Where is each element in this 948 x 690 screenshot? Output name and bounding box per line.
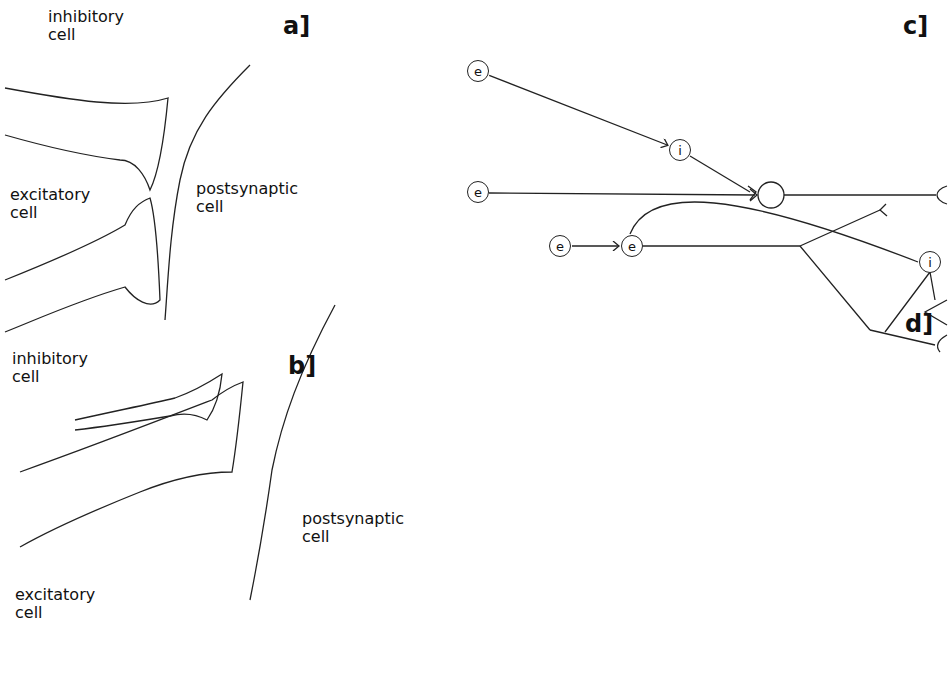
neuron-circle: e <box>467 181 489 203</box>
synapse-mark <box>880 204 887 216</box>
target-cell <box>758 182 784 208</box>
neuron-circle: e <box>621 235 643 257</box>
neuron-circle: e <box>549 235 571 257</box>
axon-connector <box>572 245 619 246</box>
cell-type: e <box>474 186 482 199</box>
cell-label: inhibitory cell <box>12 350 88 387</box>
axon <box>784 194 936 195</box>
cell-type: i <box>928 256 932 269</box>
axon-connector <box>489 75 668 145</box>
neuron-circle: i <box>919 251 941 273</box>
cell-label: postsynaptic cell <box>302 510 404 547</box>
excitatory-terminal <box>20 382 243 547</box>
axon <box>643 245 800 246</box>
panel-letter: c] <box>903 12 928 40</box>
cell-label: excitatory cell <box>15 586 95 623</box>
cell-label: inhibitory cell <box>48 8 124 45</box>
cell-type: e <box>628 240 636 253</box>
panel-letter: b] <box>288 352 316 380</box>
synapse-mark <box>750 189 757 201</box>
postsynaptic-membrane <box>250 305 335 600</box>
axon <box>489 193 755 195</box>
cell-type: e <box>556 240 564 253</box>
inhibitory-terminal <box>5 88 168 190</box>
axon <box>690 156 750 192</box>
panel-letter: d] <box>905 310 933 338</box>
cut-cell <box>937 186 947 204</box>
cell-label: postsynaptic cell <box>196 180 298 217</box>
panel-letter: a] <box>283 12 310 40</box>
neuron-circle: e <box>467 60 489 82</box>
inhibitory-terminal <box>75 374 222 430</box>
axon-connector <box>630 202 918 262</box>
cell-type: i <box>678 144 682 157</box>
axon-branch <box>800 210 880 330</box>
cell-type: e <box>474 65 482 78</box>
neuron-circle: i <box>669 139 691 161</box>
synapse-mark <box>748 186 756 200</box>
cell-label: excitatory cell <box>10 186 90 223</box>
